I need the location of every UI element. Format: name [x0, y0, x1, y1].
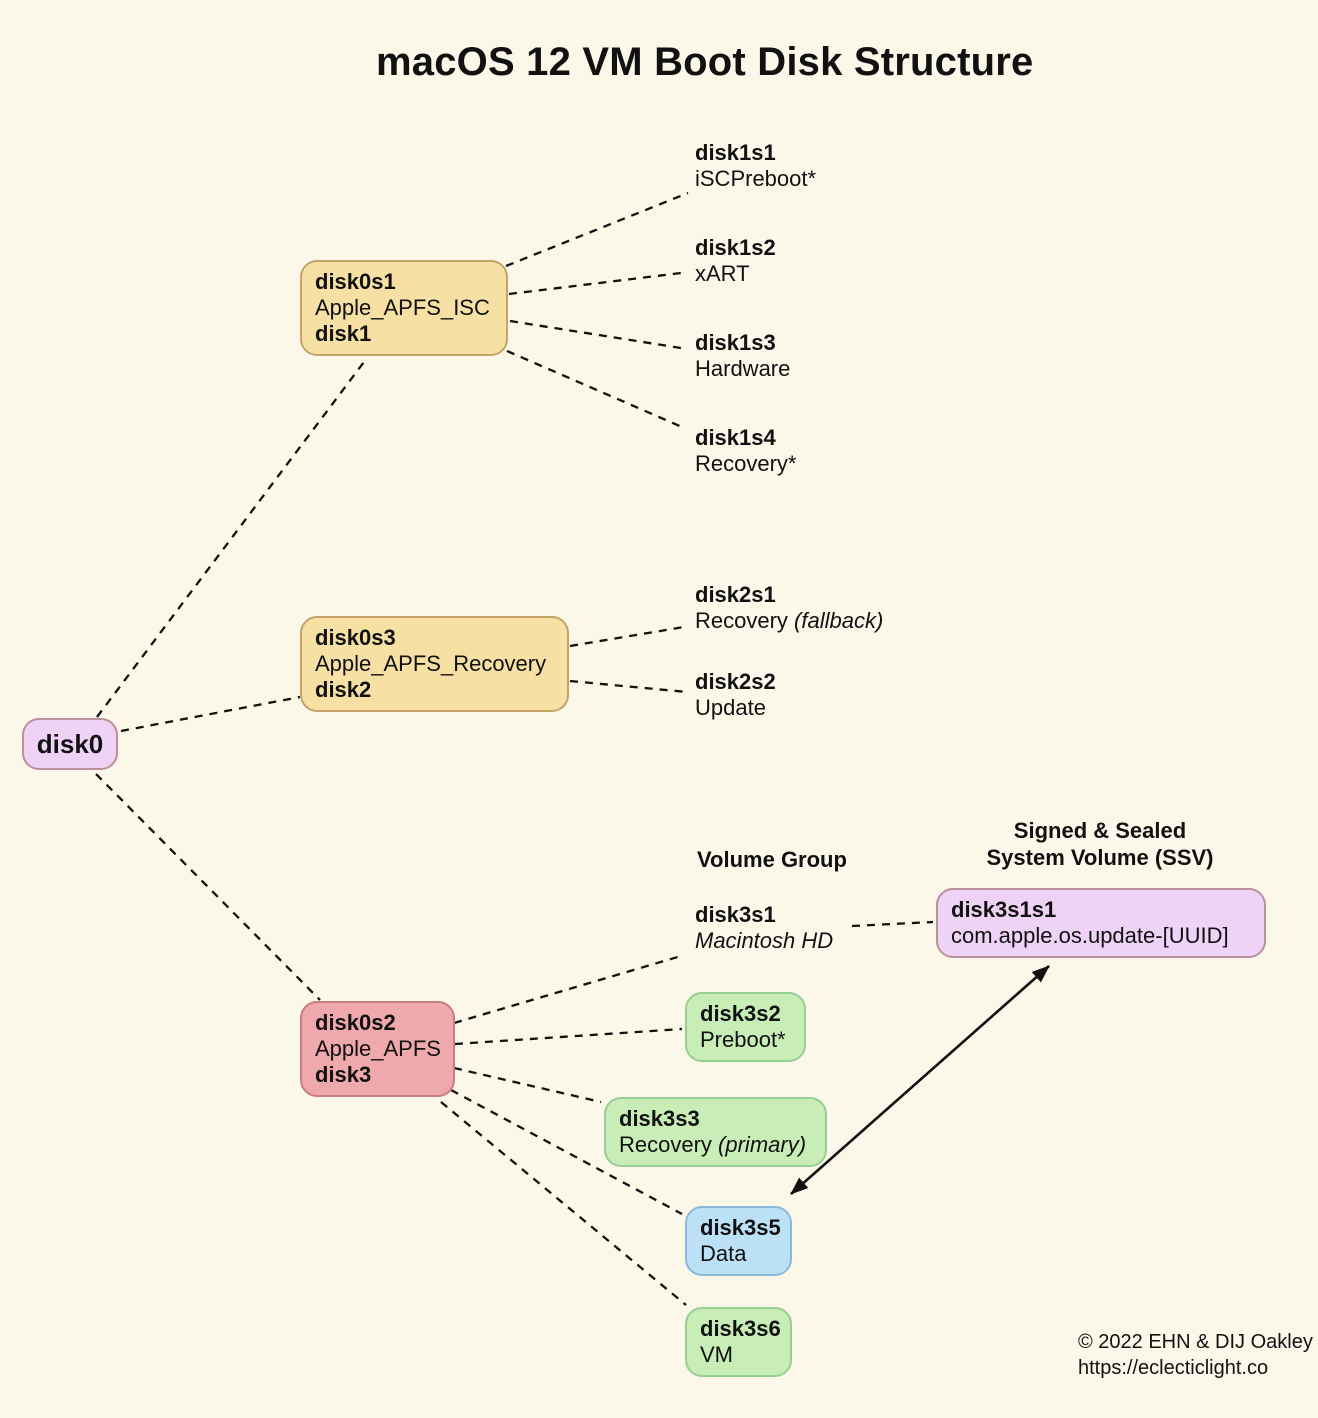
- node-disk0s3-name: disk0s3: [315, 625, 396, 650]
- node-disk0s2: disk0s2 Apple_APFS disk3: [300, 1001, 455, 1097]
- label-disk1s2: disk1s2 xART: [695, 235, 776, 286]
- connector-disk0s2-disk3s3: [453, 1066, 602, 1104]
- label-disk2s1: disk2s1 Recovery (fallback): [695, 582, 884, 633]
- connector-disk0s1-disk1s3: [509, 319, 682, 350]
- node-disk3s5-desc: Data: [700, 1241, 747, 1266]
- node-disk3s6-name: disk3s6: [700, 1316, 781, 1341]
- node-disk0s3: disk0s3 Apple_APFS_Recovery disk2: [300, 616, 569, 712]
- header-ssv: Signed & Sealed System Volume (SSV): [930, 817, 1270, 871]
- node-disk3s6: disk3s6 VM: [685, 1307, 792, 1377]
- label-disk1s4: disk1s4 Recovery*: [695, 425, 797, 476]
- label-disk2s2: disk2s2 Update: [695, 669, 776, 720]
- node-disk3s2: disk3s2 Preboot*: [685, 992, 806, 1062]
- node-disk3s3-name: disk3s3: [619, 1106, 700, 1131]
- header-ssv-line1: Signed & Sealed: [1013, 818, 1187, 843]
- credit-copyright: © 2022 EHN & DIJ Oakley: [1078, 1331, 1313, 1353]
- node-disk0s1-name: disk0s1: [315, 269, 396, 294]
- connector-disk0-disk0s3: [120, 695, 301, 733]
- node-disk3s5-name: disk3s5: [700, 1215, 781, 1240]
- node-disk0s3-type: Apple_APFS_Recovery: [315, 651, 547, 676]
- node-disk3s5: disk3s5 Data: [685, 1206, 792, 1276]
- header-ssv-line2: System Volume (SSV): [986, 845, 1214, 870]
- node-disk0s2-name: disk0s2: [315, 1010, 396, 1035]
- node-disk0s1-disk: disk1: [315, 321, 372, 346]
- node-disk3s1s1-desc: com.apple.os.update-[UUID]: [951, 923, 1229, 948]
- node-disk3s2-desc: Preboot*: [700, 1027, 786, 1052]
- connector-disk0-disk0s2: [95, 773, 321, 1001]
- label-disk3s1: disk3s1 Macintosh HD: [695, 902, 834, 953]
- node-disk3s1s1-name: disk3s1s1: [951, 897, 1057, 922]
- page-title: macOS 12 VM Boot Disk Structure: [376, 40, 1034, 84]
- connector-disk0s3-disk2s1: [569, 625, 685, 648]
- connector-disk0s1-disk1s4: [506, 349, 683, 429]
- node-disk3s6-desc: VM: [700, 1342, 733, 1367]
- node-disk0s2-disk: disk3: [315, 1062, 372, 1087]
- node-disk0s2-type: Apple_APFS: [315, 1036, 441, 1061]
- credit-url: https://eclecticlight.co: [1078, 1357, 1269, 1379]
- node-disk3s3-desc: Recovery (primary): [619, 1132, 807, 1157]
- connector-disk0s2-disk3s2: [454, 1027, 683, 1046]
- connector-disk0s2-disk3s1: [453, 954, 682, 1025]
- node-disk0s1-type: Apple_APFS_ISC: [315, 295, 490, 320]
- node-disk3s1s1: disk3s1s1 com.apple.os.update-[UUID]: [936, 888, 1266, 958]
- node-disk3s3: disk3s3 Recovery (primary): [604, 1097, 827, 1167]
- node-disk3s2-name: disk3s2: [700, 1001, 781, 1026]
- node-disk0s3-disk: disk2: [315, 677, 372, 702]
- header-volume-group: Volume Group: [697, 847, 847, 872]
- node-disk0s1: disk0s1 Apple_APFS_ISC disk1: [300, 260, 508, 356]
- connector-disk3s1-disk3s1s1: [851, 920, 934, 928]
- label-disk1s1: disk1s1 iSCPreboot*: [695, 140, 817, 191]
- connector-disk0s1-disk1s2: [508, 271, 682, 296]
- arrow-disk3s5-disk3s1s1: [790, 965, 1050, 1195]
- label-disk1s3: disk1s3 Hardware: [695, 330, 791, 381]
- node-disk0: disk0: [22, 718, 118, 770]
- connector-disk0s3-disk2s2: [569, 679, 688, 694]
- credit: © 2022 EHN & DIJ Oakley https://eclectic…: [1078, 1329, 1313, 1381]
- node-disk0-name: disk0: [36, 729, 104, 759]
- connector-disk0s1-disk1s1: [505, 191, 689, 268]
